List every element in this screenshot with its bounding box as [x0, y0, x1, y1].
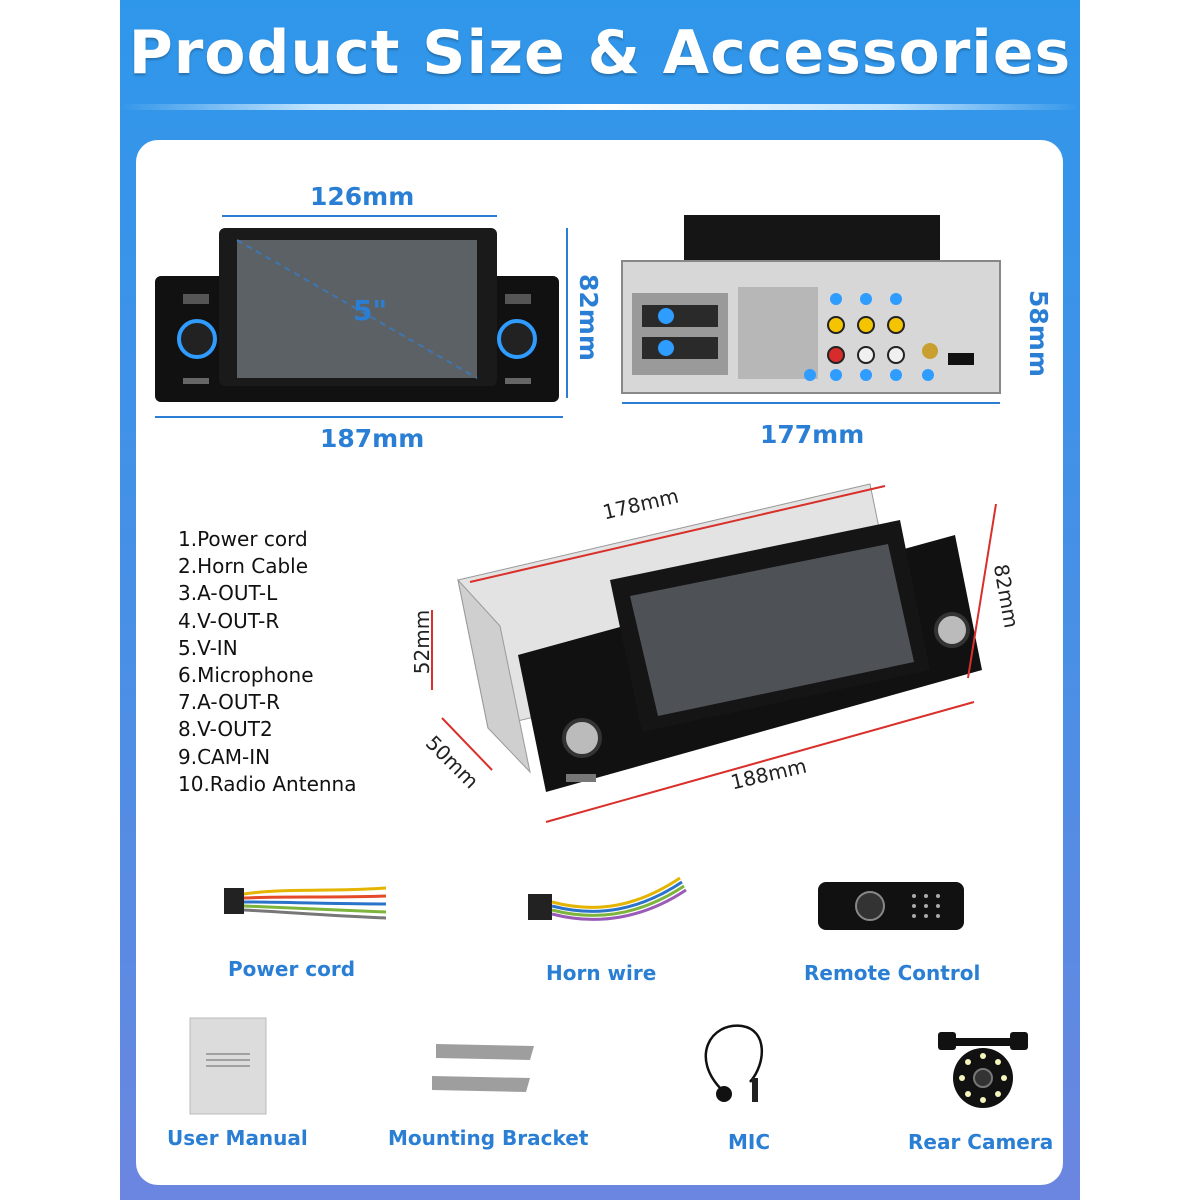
remote-control-image — [818, 882, 964, 930]
power-cord-label: Power cord — [228, 957, 356, 981]
back-radio-image — [621, 215, 1001, 394]
horn-wire-image — [528, 876, 687, 921]
connector-legend: 1.Power cord 2.Horn Cable 3.A-OUT-L 4.V-… — [178, 526, 356, 798]
mounting-bracket-image — [432, 1044, 534, 1092]
back-depth-line — [622, 402, 1000, 404]
legend-item: 3.A-OUT-L — [178, 581, 278, 606]
legend-item: 4.V-OUT-R — [178, 608, 280, 633]
front-width-top-label: 126mm — [310, 182, 415, 211]
power-cord-image — [224, 886, 387, 920]
mic-image — [704, 1024, 763, 1102]
user-manual-image — [189, 1017, 267, 1115]
remote-control-label: Remote Control — [804, 961, 981, 985]
page-title: Product Size & Accessories — [128, 18, 1072, 88]
perspective-radio-image — [431, 483, 997, 823]
mounting-bracket-label: Mounting Bracket — [388, 1126, 589, 1150]
front-width-top-line — [222, 215, 497, 217]
screen-size-label: 5" — [353, 294, 388, 327]
legend-item: 2.Horn Cable — [178, 554, 309, 579]
front-width-bottom-line — [155, 416, 563, 418]
back-depth-label: 177mm — [760, 420, 865, 449]
perspective-left-height-label: 52mm — [410, 609, 435, 675]
title-divider — [120, 104, 1080, 110]
legend-item: 9.CAM-IN — [178, 744, 271, 769]
legend-item: 7.A-OUT-R — [178, 690, 280, 715]
legend-item: 6.Microphone — [178, 663, 314, 688]
front-width-bottom-label: 187mm — [320, 424, 425, 453]
legend-item: 10.Radio Antenna — [178, 771, 357, 796]
mic-label: MIC — [728, 1130, 771, 1154]
legend-item: 1.Power cord — [178, 527, 308, 551]
rear-camera-label: Rear Camera — [908, 1130, 1054, 1154]
user-manual-label: User Manual — [167, 1126, 308, 1150]
rear-camera-image — [938, 1032, 1028, 1108]
front-height-label: 82mm — [574, 274, 603, 361]
horn-wire-label: Horn wire — [546, 961, 657, 985]
front-height-line — [566, 228, 568, 398]
legend-item: 5.V-IN — [178, 635, 238, 660]
front-radio-image — [155, 228, 559, 402]
legend-item: 8.V-OUT2 — [178, 717, 273, 742]
back-height-label: 58mm — [1024, 290, 1053, 377]
